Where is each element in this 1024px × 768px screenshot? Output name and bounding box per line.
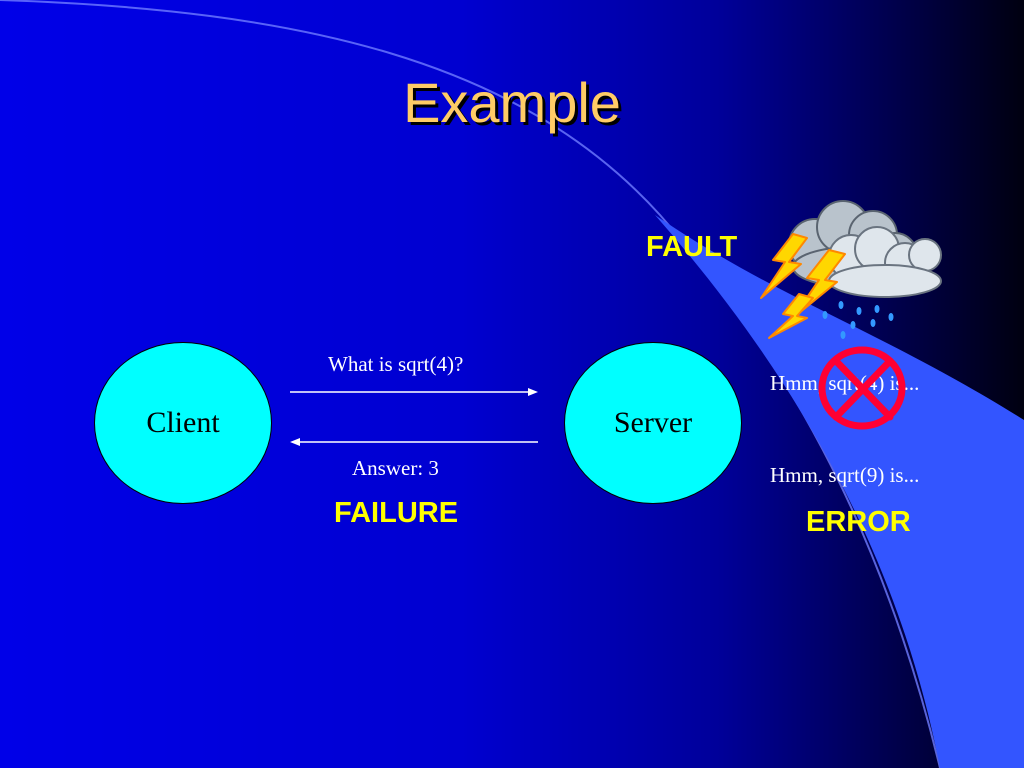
swoosh-edge xyxy=(0,0,941,768)
server-label: Server xyxy=(613,406,693,439)
request-message: What is sqrt(4)? xyxy=(328,352,464,376)
server-thought-2: Hmm, sqrt(9) is... xyxy=(770,463,920,487)
failure-label: FAILURE xyxy=(334,497,459,529)
response-arrow xyxy=(290,438,538,446)
lightning-bolt-icon xyxy=(760,233,846,339)
request-arrow xyxy=(290,388,538,396)
rain-drops xyxy=(822,301,894,339)
client-node: Client xyxy=(94,342,272,504)
server-node: Server xyxy=(564,342,742,504)
response-message: Answer: 3 xyxy=(352,456,439,480)
client-label: Client xyxy=(146,406,220,439)
error-label: ERROR xyxy=(806,506,911,538)
fault-label: FAULT xyxy=(646,231,738,263)
light-beam xyxy=(655,215,1024,768)
slide-title: Example xyxy=(403,71,621,134)
prohibit-icon xyxy=(818,346,906,430)
